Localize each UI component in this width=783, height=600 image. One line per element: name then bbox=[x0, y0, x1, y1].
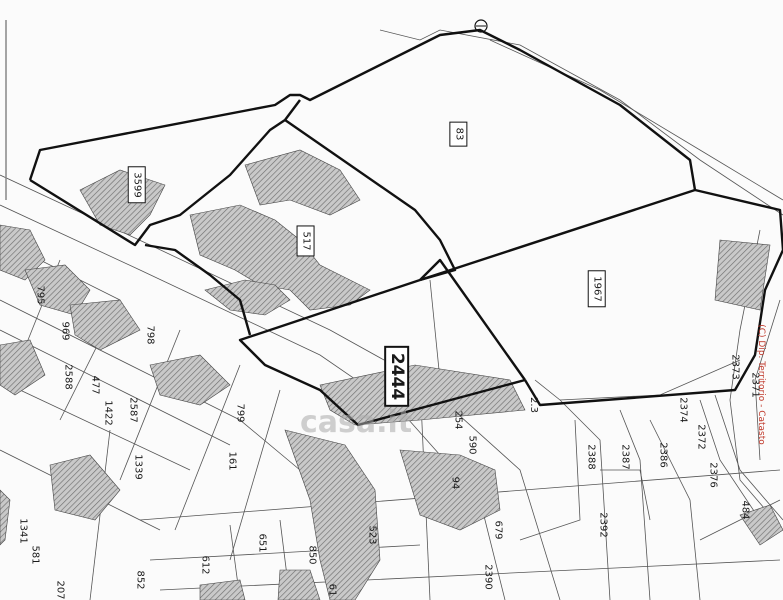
map-label-969: 969 bbox=[59, 321, 71, 341]
map-label-2-3: 2.3 bbox=[527, 397, 539, 413]
parcel-label-3599: 3599 bbox=[127, 166, 146, 204]
map-label-799: 799 bbox=[234, 403, 246, 423]
map-label-2588: 2588 bbox=[62, 364, 74, 390]
map-label-484: 484 bbox=[739, 500, 751, 520]
map-label-2387: 2387 bbox=[619, 444, 631, 470]
map-label-477: 477 bbox=[89, 375, 101, 395]
map-label-798: 798 bbox=[144, 325, 156, 345]
map-label-207: 207 bbox=[54, 580, 66, 600]
map-label-1422: 1422 bbox=[102, 400, 114, 426]
map-label-651: 651 bbox=[256, 533, 268, 553]
map-label-523: 523 bbox=[366, 525, 378, 545]
survey-marker bbox=[474, 19, 488, 33]
map-label-2390: 2390 bbox=[482, 564, 494, 590]
map-label-795: 795 bbox=[34, 285, 46, 305]
map-label-61: 61 bbox=[326, 583, 338, 597]
parcel-label-83: 83 bbox=[449, 121, 468, 147]
map-label-850: 850 bbox=[306, 545, 318, 565]
map-label-852: 852 bbox=[134, 570, 146, 590]
map-label-612: 612 bbox=[199, 555, 211, 575]
map-label-2392: 2392 bbox=[597, 512, 609, 538]
parcel-outlines bbox=[28, 28, 783, 427]
map-label-2372: 2372 bbox=[695, 424, 707, 450]
map-label-2373: 2373 bbox=[729, 354, 741, 380]
watermark-logo: casa.it bbox=[300, 405, 413, 440]
map-label-2386: 2386 bbox=[657, 442, 669, 468]
map-label-94: 94 bbox=[449, 476, 461, 490]
map-label-2587: 2587 bbox=[127, 397, 139, 423]
map-label-2388: 2388 bbox=[585, 444, 597, 470]
map-label-254: 254 bbox=[452, 410, 464, 430]
parcel-label-1967: 1967 bbox=[587, 270, 606, 308]
map-label-2376: 2376 bbox=[707, 462, 719, 488]
parcel-label-517: 517 bbox=[296, 225, 315, 257]
map-label-2374: 2374 bbox=[677, 397, 689, 423]
map-label-590: 590 bbox=[466, 435, 478, 455]
map-label-679: 679 bbox=[492, 520, 504, 540]
buildings bbox=[0, 149, 783, 600]
copyright-side-text: (C) Dip. Territorio - Catasto bbox=[755, 324, 766, 445]
map-label-581: 581 bbox=[29, 545, 41, 565]
map-label-1341: 1341 bbox=[17, 518, 29, 544]
map-label-1339: 1339 bbox=[132, 454, 144, 480]
map-label-161: 161 bbox=[226, 451, 238, 471]
parcel-label-2444: 2444 bbox=[384, 345, 410, 408]
